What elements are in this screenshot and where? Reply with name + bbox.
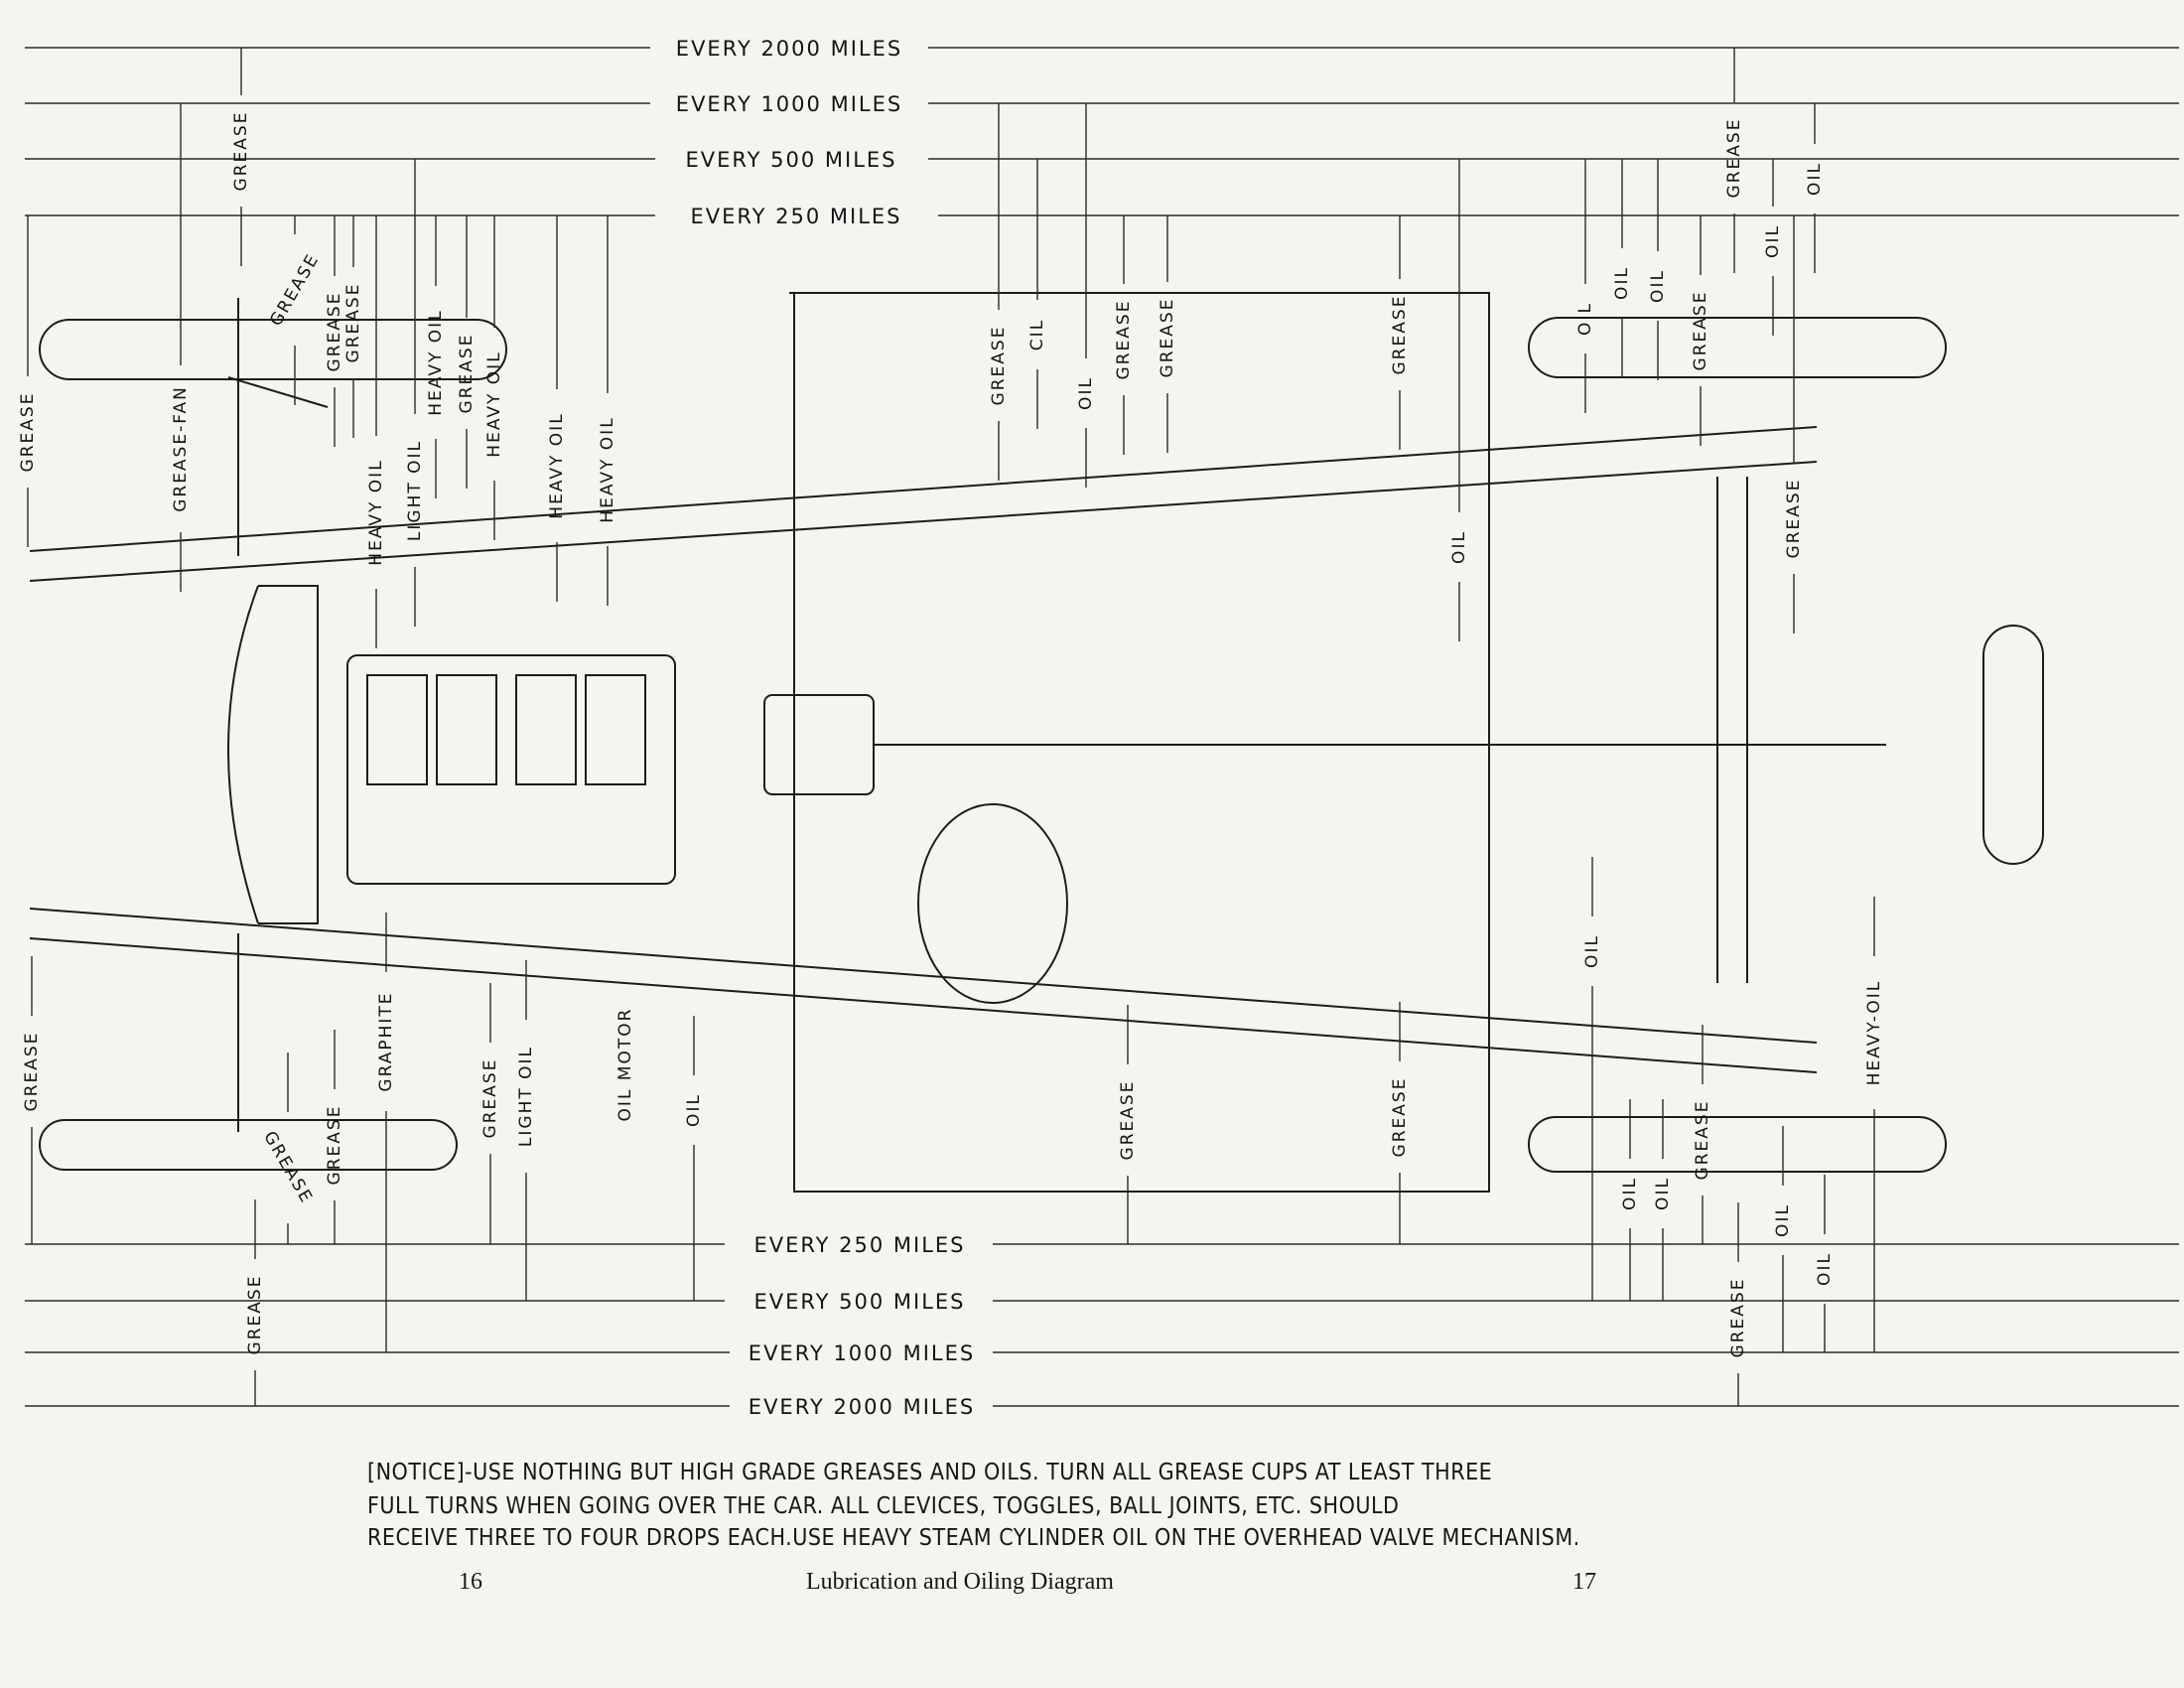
rear-axle xyxy=(1716,477,1748,983)
label-oil: OIL xyxy=(1076,376,1096,410)
label-oil: OIL xyxy=(1575,302,1595,336)
interval-top-2000: EVERY 2000 MILES xyxy=(676,37,902,61)
label-oil: OIL xyxy=(1763,224,1783,258)
notice-line-2: FULL TURNS WHEN GOING OVER THE CAR. ALL … xyxy=(367,1493,1400,1519)
label-grease: GREASE xyxy=(245,1275,265,1355)
rear-wheel-bottom xyxy=(1528,1116,1947,1173)
engine-cylinders xyxy=(366,674,646,785)
interval-bottom-250: EVERY 250 MILES xyxy=(753,1233,965,1257)
label-oil: OIL xyxy=(1648,269,1668,303)
label-grease: GREASE xyxy=(231,111,251,192)
label-grease: GREASE xyxy=(457,334,477,414)
label-grease: GREASE xyxy=(325,1105,344,1186)
front-axle-top xyxy=(227,298,329,556)
label-oil: OIL xyxy=(1449,530,1469,564)
label-grease: GREASE xyxy=(325,292,344,372)
label-oil: OIL xyxy=(1773,1203,1793,1237)
label-grease: GREASE xyxy=(1691,291,1710,371)
label-grease: GREASE xyxy=(1728,1278,1748,1358)
label-grease: GREASE xyxy=(1784,479,1804,559)
label-grease: GREASE xyxy=(266,250,324,330)
interval-top-250: EVERY 250 MILES xyxy=(690,205,901,228)
chassis-drawing xyxy=(29,292,2044,1193)
footer-title: Lubrication and Oiling Diagram xyxy=(806,1569,1114,1595)
frame-rail-top xyxy=(29,426,1818,582)
label-grease: GREASE xyxy=(259,1128,317,1207)
label-heavy-oil: HEAVY OIL xyxy=(598,416,617,522)
label-grease: GREASE xyxy=(989,326,1009,406)
frame-rail-bottom xyxy=(29,908,1818,1073)
gearbox xyxy=(763,694,875,795)
label-grease: GREASE xyxy=(1114,300,1134,380)
page-number-right: 17 xyxy=(1572,1569,1596,1595)
label-heavy-oil: HEAVY OIL xyxy=(366,459,386,565)
label-heavy-oil: HEAVY-OIL xyxy=(1864,980,1884,1086)
label-oil: OIL xyxy=(1620,1177,1640,1210)
label-grease: GREASE xyxy=(1724,118,1744,199)
label-heavy-oil: HEAVY OIL xyxy=(484,351,504,457)
label-light-oil: LIGHT OIL xyxy=(516,1046,536,1147)
interval-bottom-1000: EVERY 1000 MILES xyxy=(749,1341,975,1365)
label-oil: OIL xyxy=(1582,934,1602,968)
steering-wheel xyxy=(917,803,1068,1004)
interval-labels: EVERY 2000 MILES EVERY 1000 MILES EVERY … xyxy=(676,37,975,1419)
label-heavy-oil: HEAVY OIL xyxy=(547,412,567,518)
label-oil: OIL xyxy=(1653,1177,1673,1210)
label-oil-motor: OIL MOTOR xyxy=(615,1008,635,1122)
label-grease: GREASE xyxy=(343,283,363,363)
spare-tire xyxy=(1982,625,2044,865)
interval-lines xyxy=(25,47,2179,1407)
label-grease-fan: GREASE-FAN xyxy=(171,385,191,512)
notice-line-1: [NOTICE]-USE NOTHING BUT HIGH GRADE GREA… xyxy=(367,1460,1493,1485)
label-graphite: GRAPHITE xyxy=(376,991,396,1091)
label-grease: GREASE xyxy=(22,1032,42,1112)
leader-lines xyxy=(27,48,1875,1406)
label-oil: OIL xyxy=(1612,266,1632,300)
label-cil: CIL xyxy=(1027,319,1047,351)
label-grease: GREASE xyxy=(480,1058,500,1139)
label-oil: OIL xyxy=(684,1093,704,1127)
label-grease: GREASE xyxy=(1158,298,1177,378)
interval-bottom-2000: EVERY 2000 MILES xyxy=(749,1395,975,1419)
body-outline xyxy=(789,292,1490,1193)
notice-line-3: RECEIVE THREE TO FOUR DROPS EACH.USE HEA… xyxy=(367,1525,1580,1551)
interval-top-500: EVERY 500 MILES xyxy=(685,148,896,172)
label-grease: GREASE xyxy=(1118,1080,1138,1161)
label-grease: GREASE xyxy=(1693,1100,1712,1181)
label-grease: GREASE xyxy=(1390,295,1410,375)
front-wheel-bottom xyxy=(39,1119,458,1171)
label-oil: OIL xyxy=(1815,1252,1835,1286)
page-number-left: 16 xyxy=(459,1569,482,1595)
engine-block xyxy=(346,654,676,885)
front-wheel-top xyxy=(39,319,507,380)
rear-wheel-top xyxy=(1528,317,1947,378)
label-grease: GREASE xyxy=(1390,1077,1410,1158)
radiator xyxy=(227,585,319,924)
interval-top-1000: EVERY 1000 MILES xyxy=(676,92,902,116)
label-grease: GREASE xyxy=(18,392,38,473)
label-oil: OIL xyxy=(1805,162,1825,196)
interval-bottom-500: EVERY 500 MILES xyxy=(753,1290,965,1314)
label-light-oil: LIGHT OIL xyxy=(405,440,425,541)
label-heavy-oil: HEAVY OIL xyxy=(426,309,446,415)
